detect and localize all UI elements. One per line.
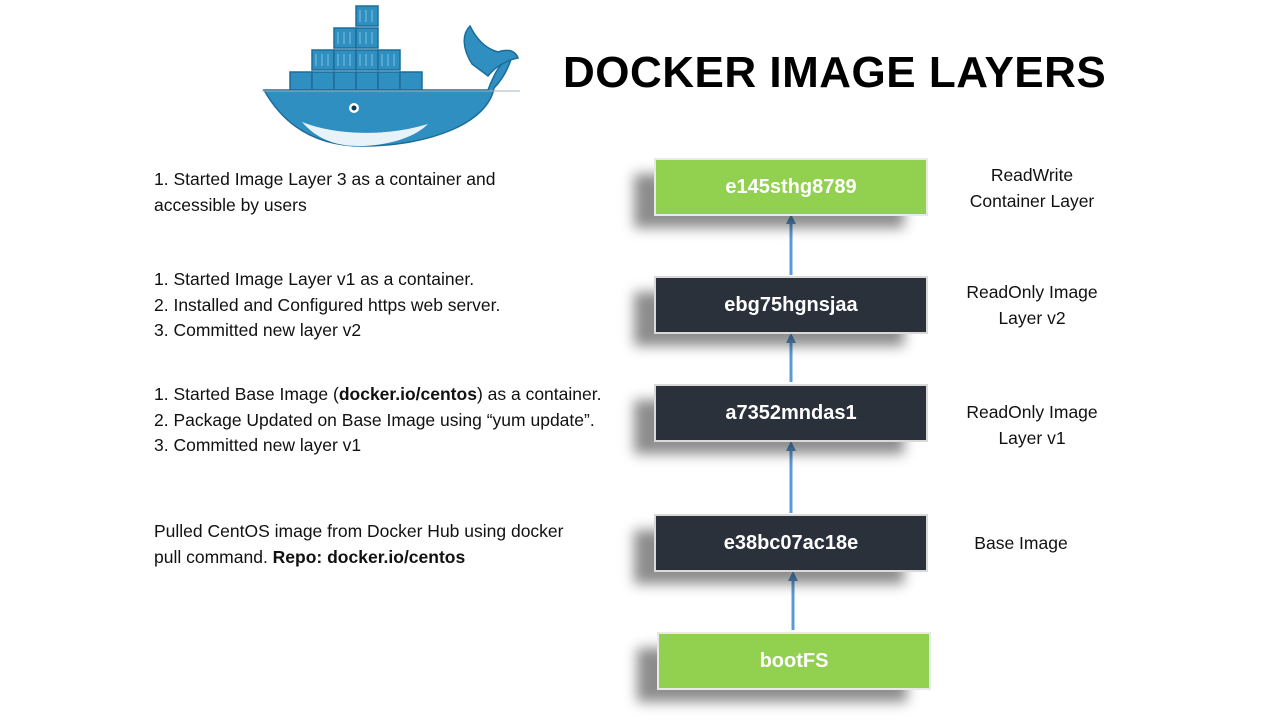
desc-bold-repo: docker.io/centos [338, 384, 477, 404]
desc-text: ) as a container. [476, 384, 602, 404]
layer-readwrite-container: e145sthg8789 [654, 158, 928, 216]
layer-base-image: e38bc07ac18e [654, 514, 928, 572]
desc-line: 1. Started Image Layer 3 as a container … [154, 169, 496, 189]
layer-bootfs: bootFS [657, 632, 931, 690]
desc-bold-repo: Repo: docker.io/centos [272, 546, 466, 567]
label-line: ReadOnly Image [966, 282, 1098, 302]
label-readwrite-container: ReadWrite Container Layer [960, 162, 1104, 214]
desc-line: 3. Committed new layer v1 [154, 435, 362, 455]
label-line: Base Image [974, 533, 1068, 553]
page-title: DOCKER IMAGE LAYERS [563, 48, 1107, 97]
desc-v1-layer: 1. Started Base Image (docker.io/centos)… [154, 382, 654, 459]
docker-whale-icon [262, 5, 520, 147]
desc-line: 1. Started Base Image (docker.io/centos)… [154, 382, 654, 408]
docker-whale-logo [262, 5, 520, 147]
desc-readwrite-layer: 1. Started Image Layer 3 as a container … [154, 167, 654, 218]
desc-text: pull command. [154, 546, 273, 567]
layer-readonly-v2: ebg75hgnsjaa [654, 276, 928, 334]
desc-line: 2. Package Updated on Base Image using “… [154, 409, 595, 430]
label-line: ReadWrite [990, 165, 1074, 185]
desc-line: 1. Started Image Layer v1 as a container… [154, 269, 475, 289]
desc-line: accessible by users [154, 194, 307, 215]
label-line: Layer v1 [998, 428, 1066, 448]
desc-v2-layer: 1. Started Image Layer v1 as a container… [154, 267, 654, 344]
label-line: Layer v2 [998, 308, 1066, 328]
desc-text: 1. Started Base Image ( [154, 384, 339, 404]
desc-line: 3. Committed new layer v2 [154, 320, 362, 340]
label-readonly-v2: ReadOnly Image Layer v2 [956, 279, 1108, 331]
label-readonly-v1: ReadOnly Image Layer v1 [956, 399, 1108, 451]
desc-line: Pulled CentOS image from Docker Hub usin… [154, 521, 564, 541]
desc-base-image: Pulled CentOS image from Docker Hub usin… [154, 519, 654, 570]
layer-readonly-v1: a7352mndas1 [654, 384, 928, 442]
label-line: Container Layer [969, 191, 1095, 211]
desc-line: pull command. Repo: docker.io/centos [154, 545, 654, 571]
label-line: ReadOnly Image [966, 402, 1098, 422]
desc-line: 2. Installed and Configured https web se… [154, 294, 501, 315]
label-base-image: Base Image [960, 530, 1082, 556]
